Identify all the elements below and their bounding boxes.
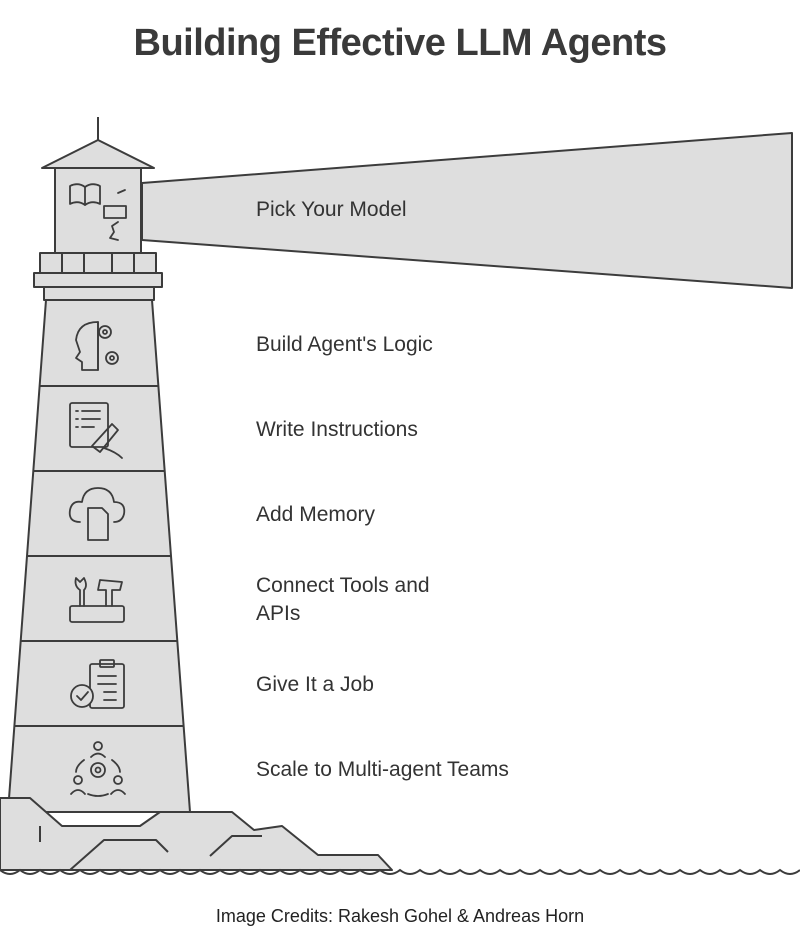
- step-label-agent-logic: Build Agent's Logic: [256, 333, 433, 356]
- image-credits: Image Credits: Rakesh Gohel & Andreas Ho…: [215, 906, 585, 926]
- step-label-pick-model: Pick Your Model: [256, 198, 407, 221]
- tower-neck: [43, 286, 155, 301]
- page-title: Building Effective LLM Agents: [133, 22, 668, 64]
- sea-waves: [0, 868, 800, 875]
- rocks: [0, 797, 393, 871]
- book-brain-icon: [69, 183, 127, 241]
- step-label-instructions: Write Instructions: [256, 418, 418, 441]
- head-gears-icon: [75, 321, 119, 371]
- team-network-icon: [70, 741, 126, 797]
- step-label-memory: Add Memory: [256, 503, 376, 526]
- light-beam: [141, 132, 793, 289]
- document-pen-icon: [69, 402, 123, 459]
- step-label-job: Give It a Job: [256, 673, 374, 696]
- step-label-multi-agent: Scale to Multi-agent Teams: [256, 758, 509, 781]
- lantern-roof: [41, 139, 155, 169]
- gallery-railing: [39, 252, 157, 274]
- gallery-deck: [33, 272, 163, 288]
- clipboard-check-icon: [70, 659, 125, 709]
- cloud-document-icon: [68, 487, 126, 541]
- lantern-room: [54, 167, 142, 255]
- toolbox-icon: [69, 577, 125, 623]
- step-label-tools-apis: Connect Tools and APIs: [256, 574, 430, 625]
